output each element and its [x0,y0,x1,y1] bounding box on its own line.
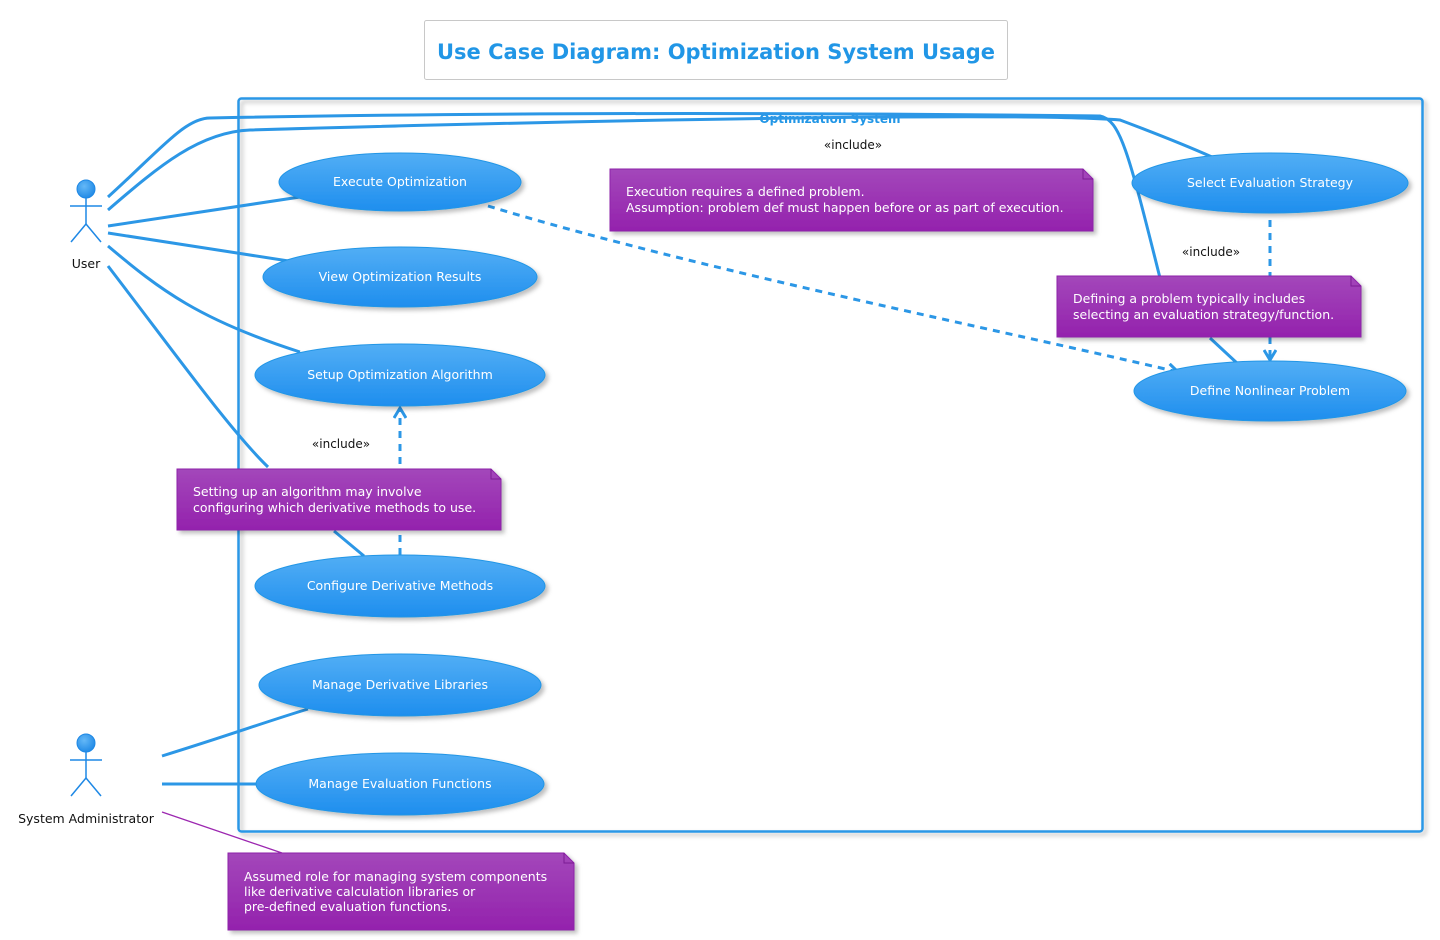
note-fold [1350,276,1361,287]
use-case-label: Manage Evaluation Functions [308,776,491,791]
note-line: like derivative calculation libraries or [244,884,476,899]
use-case-label: Select Evaluation Strategy [1187,175,1354,190]
include-label-setup-configure: «include» [312,437,370,451]
use-case-shape[interactable] [255,752,545,816]
note-shape [176,468,502,531]
use-case-label: View Optimization Results [319,269,482,284]
note-setup-algorithm: Setting up an algorithm may involve conf… [176,468,502,531]
use-case-view-results[interactable]: View Optimization Results [262,246,538,308]
include-relations: «include» «include» «include» [312,138,1270,555]
title-frame [424,20,1008,80]
note-define-problem: Defining a problem typically includes se… [1056,275,1362,338]
assoc-user-define-lower [1208,336,1240,366]
use-case-shape[interactable] [254,554,546,618]
use-case-shape[interactable] [254,343,546,407]
use-case-label: Setup Optimization Algorithm [307,367,493,382]
admin-note-link [161,811,283,854]
note-shape [227,852,575,931]
include-label-execute-define: «include» [824,138,882,152]
use-case-configure-derivative[interactable]: Configure Derivative Methods [254,554,546,618]
use-case-manage-eval-functions[interactable]: Manage Evaluation Functions [255,752,545,816]
note-shape [609,168,1094,232]
note-line: Setting up an algorithm may involve [193,484,422,499]
include-label-define-strategy: «include» [1182,245,1240,259]
note-shape [1056,275,1362,338]
include-execute-define [487,204,1178,372]
assoc-user-view [107,231,296,264]
system-frame [237,97,1424,833]
diagram-title: Use Case Diagram: Optimization System Us… [424,20,1008,80]
title-text: Use Case Diagram: Optimization System Us… [437,40,995,64]
use-case-manage-libraries[interactable]: Manage Derivative Libraries [258,653,542,717]
note-fold [490,469,501,480]
use-case-define-problem[interactable]: Define Nonlinear Problem [1133,360,1407,422]
use-case-select-eval-strategy[interactable]: Select Evaluation Strategy [1131,152,1409,214]
note-admin: Assumed role for managing system compone… [227,852,575,931]
use-case-label: Define Nonlinear Problem [1190,383,1350,398]
use-case-shape[interactable] [1133,360,1407,422]
note-line: configuring which derivative methods to … [193,500,476,515]
use-case-shape[interactable] [278,152,522,212]
actor-user-icon[interactable] [70,179,102,243]
note-fold [1082,169,1093,180]
use-case-shape[interactable] [1131,152,1409,214]
actor-user-label: User [72,256,101,271]
note-line: selecting an evaluation strategy/functio… [1073,307,1334,322]
assoc-user-configure-lower [333,529,365,558]
use-case-label: Configure Derivative Methods [307,578,493,593]
actor-admin-label: System Administrator [18,811,155,826]
assoc-user-configure-upper [106,265,270,469]
note-execution: Execution requires a defined problem. As… [609,168,1094,232]
note-line: Assumed role for managing system compone… [244,869,547,884]
note-line: Execution requires a defined problem. [626,184,865,199]
use-case-shape[interactable] [258,653,542,717]
use-case-label: Execute Optimization [333,174,467,189]
assoc-user-strategy [107,115,1213,212]
note-line: pre-defined evaluation functions. [244,899,451,914]
use-case-execute-optimization[interactable]: Execute Optimization [278,152,522,212]
use-case-label: Manage Derivative Libraries [312,677,488,692]
assoc-user-execute [107,195,301,228]
note-line: Assumption: problem def must happen befo… [626,200,1064,215]
note-fold [563,853,574,864]
assoc-user-setup [107,244,301,354]
actor-system-administrator[interactable]: System Administrator [18,733,155,826]
associations [106,112,1240,854]
use-case-setup-algorithm[interactable]: Setup Optimization Algorithm [254,343,546,407]
actor-admin-icon[interactable] [70,733,102,797]
note-line: Defining a problem typically includes [1073,291,1305,306]
actor-user[interactable]: User [70,179,102,271]
assoc-user-define-upper [106,112,1162,279]
use-case-shape[interactable] [262,246,538,308]
assoc-admin-libraries [161,707,309,758]
